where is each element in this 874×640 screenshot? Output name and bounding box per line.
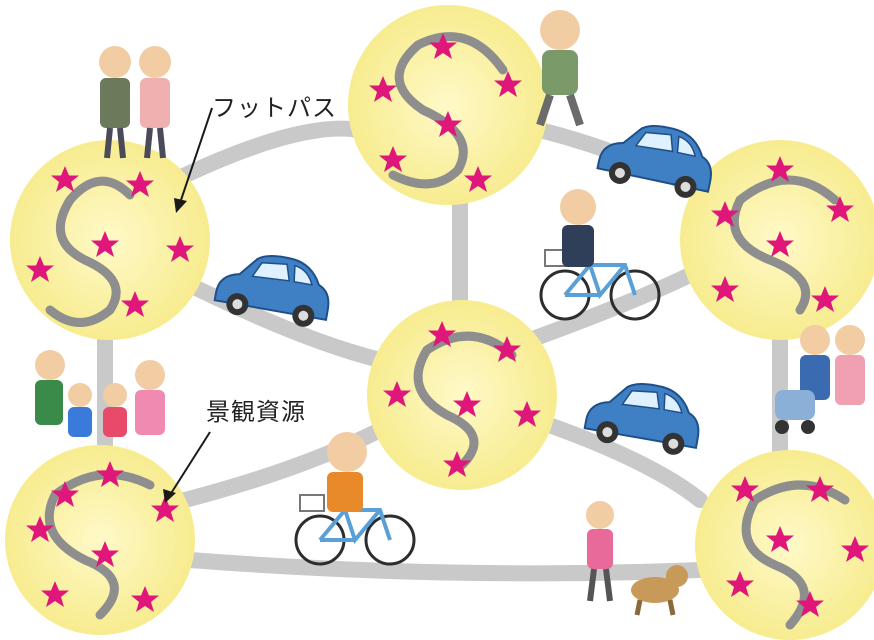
landscape-circles — [5, 5, 874, 640]
dog-icon — [631, 565, 688, 616]
walker-icon — [586, 501, 614, 602]
label-arrows — [163, 107, 213, 503]
stroller-icon — [775, 325, 865, 434]
label-footpath: フットパス — [212, 94, 337, 122]
walker-icon — [35, 350, 165, 437]
bicycle-icon — [294, 432, 416, 566]
walker-icon — [99, 46, 171, 159]
landscape-circle — [695, 450, 874, 640]
bicycle-icon — [539, 189, 661, 321]
landscape-circle — [367, 300, 557, 490]
label-landscape-resource: 景観資源 — [206, 398, 306, 426]
path-network — [97, 120, 788, 582]
walker-icon — [536, 10, 584, 127]
landscape-circle — [680, 140, 874, 340]
landscape-circle — [5, 445, 195, 635]
landscape-circle — [348, 5, 548, 205]
landscape-circle — [10, 140, 210, 340]
car-icon — [594, 113, 721, 204]
